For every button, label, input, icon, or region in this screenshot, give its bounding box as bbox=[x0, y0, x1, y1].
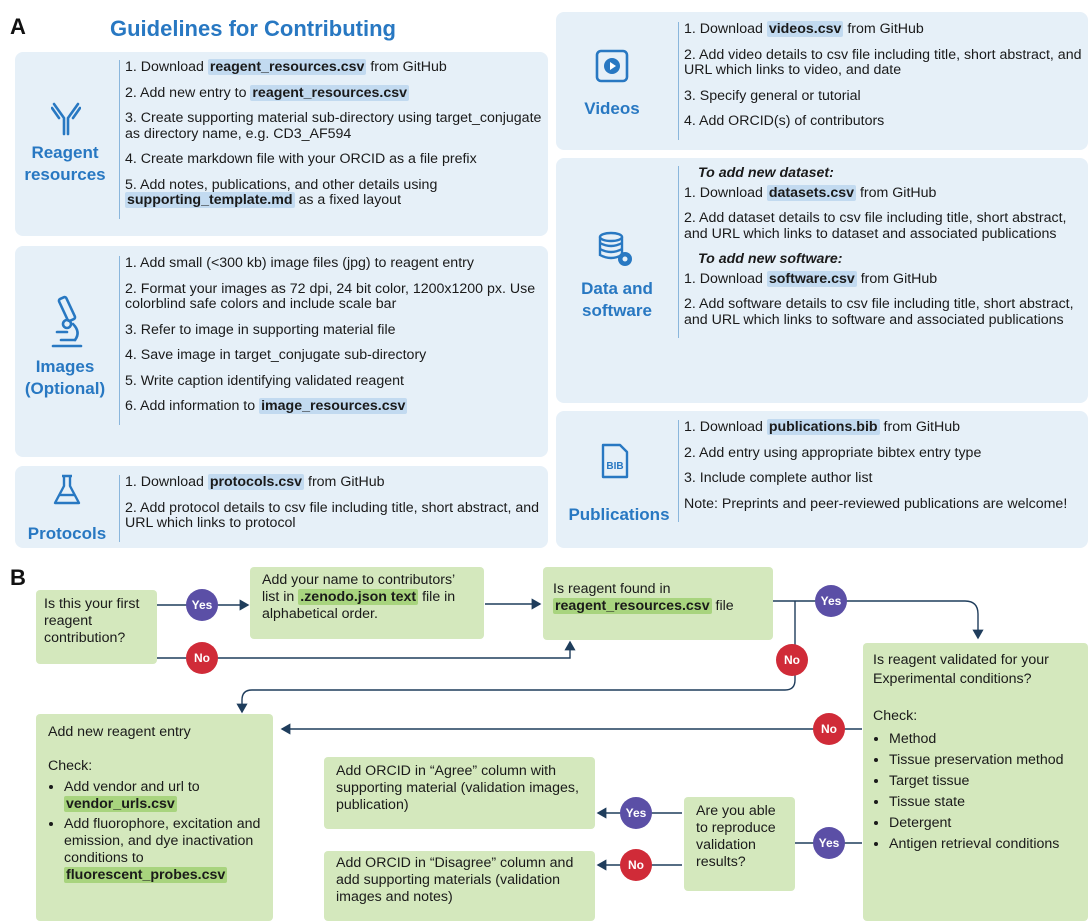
step-item: 2. Add protocol details to csv file incl… bbox=[125, 499, 540, 531]
step-item: 1. Download videos.csv from GitHub bbox=[684, 21, 924, 37]
no-badge-reproduce: No bbox=[620, 849, 652, 881]
new-entry-title: Add new reagent entry bbox=[48, 724, 191, 740]
new-entry-box: Add new reagent entry Check: Add vendor … bbox=[36, 714, 273, 921]
file-name-highlight: reagent_resources.csv bbox=[207, 59, 367, 75]
publications-panel: BIB Publications 1. Download publication… bbox=[556, 411, 1088, 548]
protocols-panel: Protocols 1. Download protocols.csv from… bbox=[15, 466, 548, 548]
no-badge-validated: No bbox=[813, 713, 845, 745]
images-steps: 1. Add small (<300 kb) image files (jpg)… bbox=[119, 255, 545, 425]
videos-steps: 1. Download videos.csv from GitHub 2. Add… bbox=[678, 21, 1084, 140]
antibody-icon bbox=[51, 102, 81, 136]
zenodo-file-highlight: .zenodo.json text bbox=[298, 589, 419, 605]
validated-check-item: Antigen retrieval conditions bbox=[889, 835, 1078, 853]
reagent-steps: 1. Download reagent_resources.csv from G… bbox=[119, 59, 545, 219]
fluorophore-item: Add fluorophore, excitation and emission… bbox=[64, 816, 261, 884]
reproduce-box: Are you able to reproduce validation res… bbox=[684, 797, 795, 891]
protocols-steps: 1. Download protocols.csv from GitHub 2. … bbox=[119, 474, 545, 542]
database-gear-icon bbox=[598, 231, 632, 266]
yes-badge-first: Yes bbox=[186, 589, 218, 621]
step-item: 6. Add information to image_resources.cs… bbox=[125, 398, 408, 414]
file-name-highlight: software.csv bbox=[766, 270, 857, 287]
panel-a-label: A bbox=[10, 14, 26, 39]
page-title: Guidelines for Contributing bbox=[110, 16, 396, 41]
step-item: 3. Create supporting material sub-direct… bbox=[125, 110, 542, 142]
step-item: 2. Add dataset details to csv file inclu… bbox=[684, 210, 1067, 242]
reagent-found-box: Is reagent found in reagent_resources.cs… bbox=[543, 567, 773, 640]
step-item: 2. Format your images as 72 dpi, 24 bit … bbox=[125, 280, 536, 312]
file-name-highlight: publications.bib bbox=[766, 419, 880, 435]
validated-question: Is reagent validated for your Experiment… bbox=[873, 652, 1049, 687]
validated-check-item: Target tissue bbox=[889, 772, 1078, 790]
video-play-icon bbox=[595, 49, 629, 83]
no-badge-found: No bbox=[776, 644, 808, 676]
file-name-highlight: reagent_resources.csv bbox=[250, 84, 409, 101]
yes-badge-reproduce: Yes bbox=[620, 797, 652, 829]
file-name-highlight: videos.csv bbox=[766, 21, 844, 37]
file-name-highlight: image_resources.csv bbox=[259, 398, 408, 414]
validated-check-item: Tissue preservation method bbox=[889, 751, 1078, 769]
step-item: 5. Add notes, publications, and other de… bbox=[125, 176, 438, 208]
panel-b-label: B bbox=[10, 565, 26, 590]
images-panel: Images(Optional) 1. Add small (<300 kb) … bbox=[15, 246, 548, 457]
step-item: 1. Add small (<300 kb) image files (jpg)… bbox=[125, 255, 474, 271]
step-item: 3. Refer to image in supporting material… bbox=[125, 321, 396, 338]
dataset-subtitle: To add new dataset: bbox=[698, 165, 834, 181]
no-badge-first: No bbox=[186, 642, 218, 674]
step-item: 4. Save image in target_conjugate sub-di… bbox=[125, 347, 427, 363]
step-item: 1. Download software.csv from GitHub bbox=[684, 270, 938, 287]
new-entry-check-label: Check: bbox=[48, 758, 93, 774]
first-contribution-box: Is this your first reagent contribution? bbox=[36, 590, 157, 664]
disagree-box: Add ORCID in “Disagree” column and add s… bbox=[324, 851, 595, 921]
zenodo-box: Add your name to contributors’ list in .… bbox=[250, 567, 484, 639]
step-item: 5. Write caption identifying validated r… bbox=[125, 372, 404, 389]
step-item: 1. Download publications.bib from GitHub bbox=[684, 419, 961, 435]
images-heading: Images(Optional) bbox=[24, 357, 106, 398]
step-item: 3. Specify general or tutorial bbox=[684, 87, 861, 104]
step-item: 1. Download datasets.csv from GitHub bbox=[684, 184, 937, 201]
publications-heading: Publications bbox=[568, 505, 670, 524]
software-subtitle: To add new software: bbox=[698, 251, 843, 267]
new-entry-check-list: Add vendor and url to vendor_urls.csv Ad… bbox=[48, 779, 261, 884]
file-name-highlight: datasets.csv bbox=[766, 184, 856, 201]
step-item: 4. Create markdown file with your ORCID … bbox=[125, 151, 477, 167]
validated-check-label: Check: bbox=[873, 708, 918, 724]
publications-steps: 1. Download publications.bib from GitHub… bbox=[678, 419, 1088, 522]
file-name-highlight: protocols.csv bbox=[207, 474, 305, 490]
step-item: 2. Add new entry to reagent_resources.cs… bbox=[125, 84, 409, 101]
file-name-highlight: supporting_template.md bbox=[125, 192, 295, 208]
protocols-heading: Protocols bbox=[27, 524, 107, 543]
step-item: Note: Preprints and peer-reviewed public… bbox=[684, 495, 1068, 512]
step-item: 2. Add entry using appropriate bibtex en… bbox=[684, 444, 982, 461]
validated-check-item: Detergent bbox=[889, 814, 1078, 832]
microscope-icon bbox=[51, 295, 83, 348]
videos-heading: Videos bbox=[584, 99, 640, 118]
step-item: 4. Add ORCID(s) of contributors bbox=[684, 113, 885, 129]
step-item: 2. Add software details to csv file incl… bbox=[684, 296, 1074, 328]
bib-icon-label: BIB bbox=[606, 461, 624, 472]
step-item: 1. Download reagent_resources.csv from G… bbox=[125, 59, 447, 75]
validated-box: Is reagent validated for your Experiment… bbox=[863, 643, 1088, 921]
step-item: 3. Include complete author list bbox=[684, 470, 873, 486]
validated-check-item: Method bbox=[889, 730, 1078, 748]
validated-check-item: Tissue state bbox=[889, 793, 1078, 811]
agree-box: Add ORCID in “Agree” column with support… bbox=[324, 757, 595, 829]
data-software-steps: To add new dataset: 1. Download datasets… bbox=[678, 165, 1088, 338]
videos-panel: Videos 1. Download videos.csv from GitHu… bbox=[556, 12, 1088, 150]
reagent-resources-highlight: reagent_resources.csv bbox=[553, 598, 712, 614]
step-item: 1. Download protocols.csv from GitHub bbox=[125, 474, 385, 490]
yes-badge-validated: Yes bbox=[813, 827, 845, 859]
step-item: 2. Add video details to csv file includi… bbox=[684, 46, 1082, 78]
bib-file-icon bbox=[601, 443, 629, 479]
flask-icon bbox=[53, 474, 81, 505]
yes-badge-found: Yes bbox=[815, 585, 847, 617]
validated-check-list: MethodTissue preservation methodTarget t… bbox=[873, 730, 1078, 853]
vendor-item: Add vendor and url to vendor_urls.csv bbox=[64, 779, 261, 813]
